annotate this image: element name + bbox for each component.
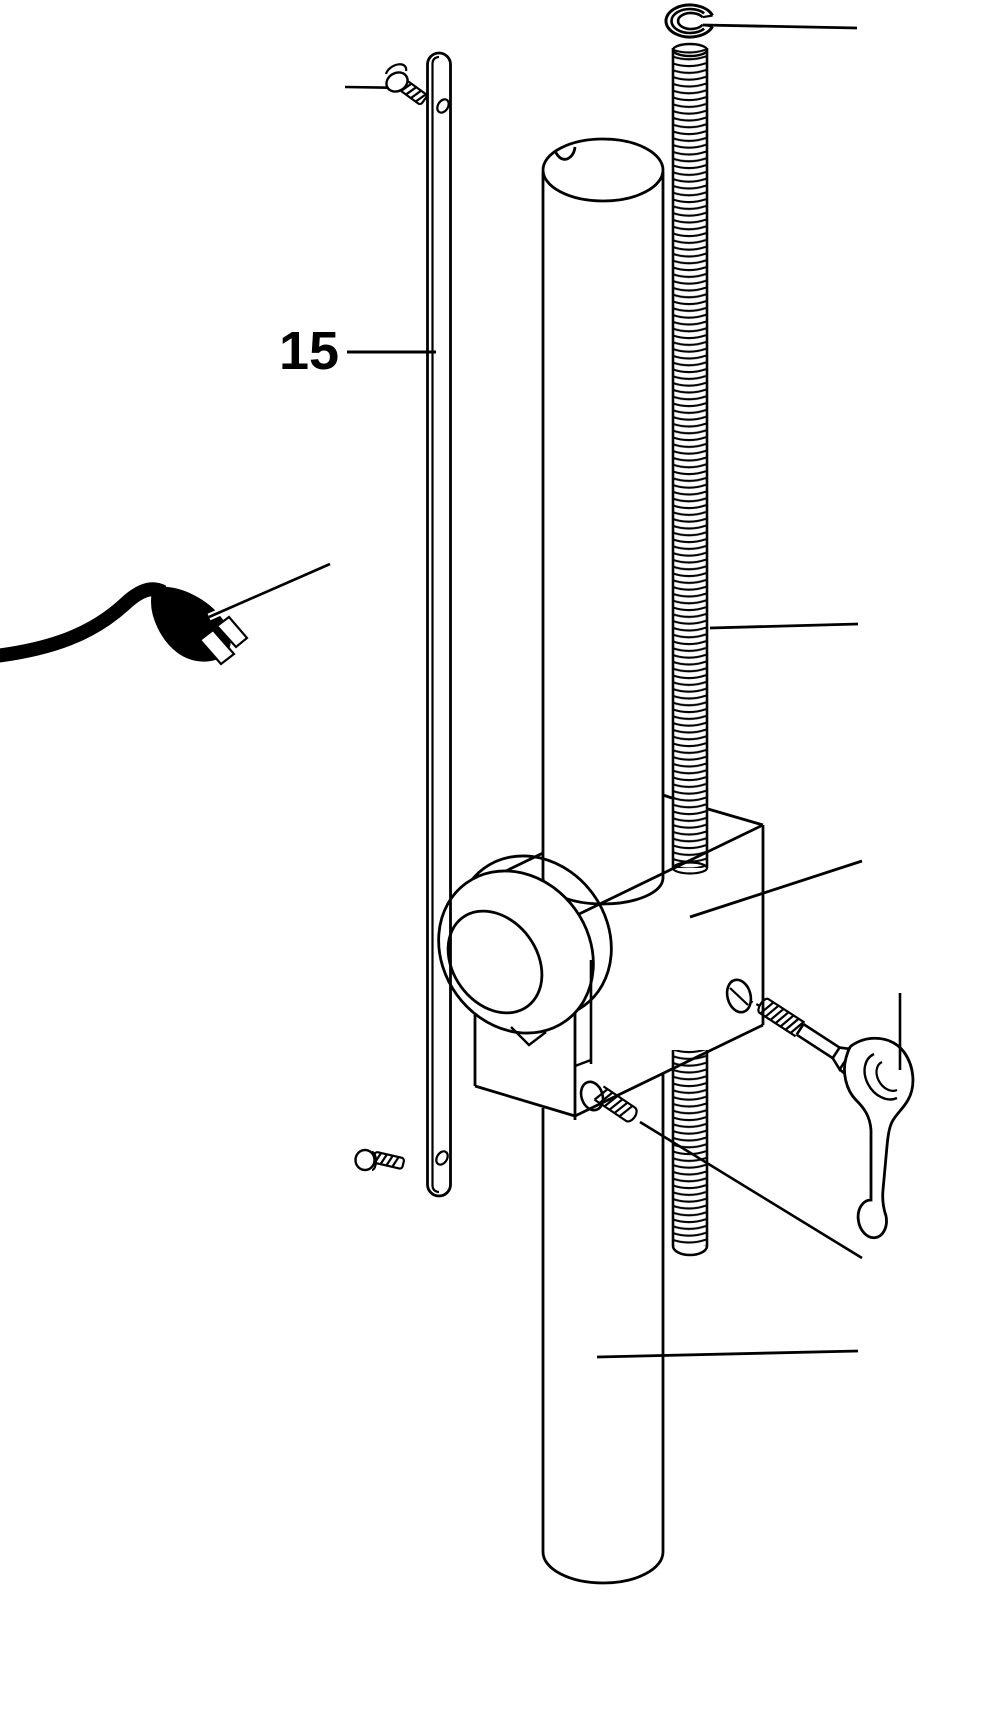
clamp-handle-lever [843, 1036, 915, 1240]
column-bottom-rim [541, 1551, 665, 1585]
leader-column [596, 1349, 859, 1359]
screw-head [385, 71, 409, 93]
column-top-rim [541, 137, 665, 203]
leader-clamp-block [689, 859, 863, 919]
clamp-collar [437, 854, 613, 1068]
plug-prong [198, 628, 236, 666]
support-bar-screw-top [384, 63, 428, 106]
support-bar [426, 51, 452, 1198]
lever-head-knurl [863, 1052, 898, 1101]
retaining-ring [664, 3, 714, 39]
lead-screw-bottom-cap [671, 1245, 709, 1257]
bar-hole-top [436, 98, 450, 114]
collar-bore [446, 909, 544, 1015]
plug-prong [215, 615, 249, 649]
collar-foot-step [510, 1026, 547, 1047]
handle-shaft [795, 1023, 841, 1060]
leader-plug [207, 560, 332, 621]
part-label-15: 15 [279, 321, 339, 381]
lead-screw [671, 42, 709, 1257]
cord [0, 582, 167, 663]
support-bar-screw-bottom [354, 1148, 405, 1172]
column [541, 137, 665, 1585]
set-screw-hole [725, 978, 753, 1014]
screw-head [354, 1148, 376, 1172]
column-rim-notch [553, 146, 577, 161]
screw-head-slot [384, 63, 408, 75]
front-screw [593, 1085, 638, 1123]
clamp-block-holes [579, 978, 763, 1112]
bar-hole-bottom [435, 1150, 449, 1166]
power-cord-plug [0, 582, 249, 666]
lead-screw-top-rim [671, 42, 709, 58]
leader-lead-screw [709, 622, 859, 630]
leader-retaining-ring [702, 23, 858, 30]
leader-front-screw [639, 1120, 863, 1260]
